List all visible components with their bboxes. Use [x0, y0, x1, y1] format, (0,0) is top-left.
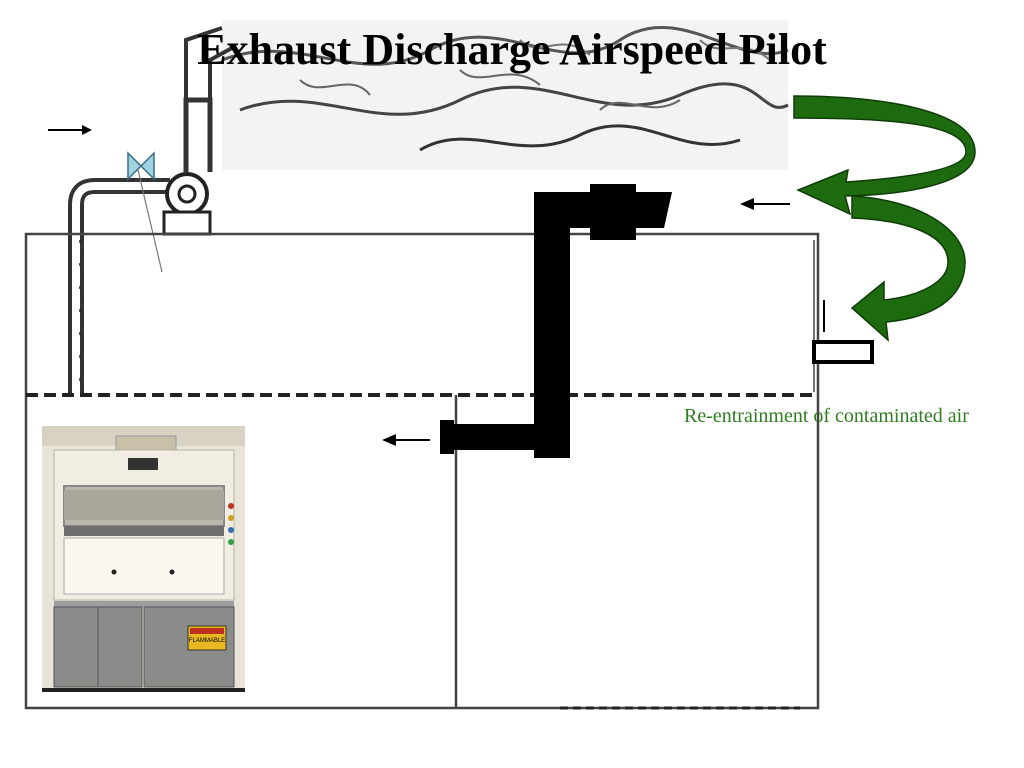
black-exhaust-duct [440, 184, 672, 458]
exhaust-plume [221, 20, 789, 170]
slide-title: Exhaust Discharge Airspeed Pilot [197, 25, 827, 74]
inflow-arrow-left [48, 125, 92, 135]
reentrainment-caption: Re-entrainment of contaminated air [684, 405, 969, 427]
air-intake [812, 300, 874, 364]
bowtie-valve-icon [127, 151, 163, 273]
flammable-sign-text: FLAMMABLE [189, 638, 225, 644]
inflow-arrow-duct [382, 434, 430, 446]
recirculation-arrow-icon [793, 95, 976, 342]
left-exhaust-stack [68, 26, 233, 395]
fume-hood-photo: FLAMMABLE [42, 426, 245, 692]
inflow-arrow-roof [740, 198, 790, 210]
